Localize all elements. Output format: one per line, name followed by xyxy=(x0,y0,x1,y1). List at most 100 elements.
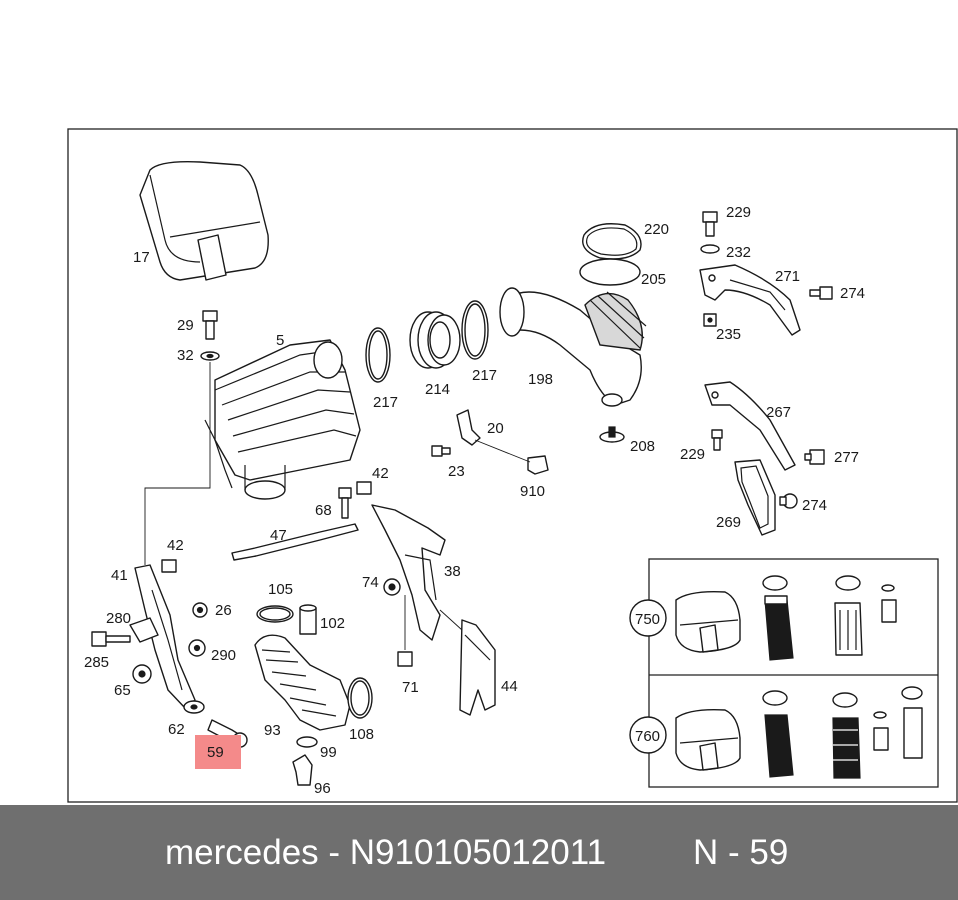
callout-108: 108 xyxy=(349,726,374,743)
callout-760: 760 xyxy=(635,728,660,745)
callout-102: 102 xyxy=(320,615,345,632)
callout-750: 750 xyxy=(635,611,660,628)
callout-217-a: 217 xyxy=(373,394,398,411)
part-74-grommet xyxy=(383,578,401,596)
part-205-seal-ring xyxy=(579,258,641,286)
callout-23: 23 xyxy=(448,463,465,480)
callout-277: 277 xyxy=(834,449,859,466)
callout-290: 290 xyxy=(211,647,236,664)
callout-41: 41 xyxy=(111,567,128,584)
part-280-bracket-small xyxy=(129,617,159,643)
kit-750-contents xyxy=(629,575,897,661)
part-217-clamp-b xyxy=(461,300,489,360)
part-274-bolt-top xyxy=(809,286,833,300)
callout-198: 198 xyxy=(528,371,553,388)
part-71-nut xyxy=(397,651,413,667)
callout-labels: 17 29 32 5 217 214 217 198 220 205 229 2… xyxy=(84,204,865,797)
part-910-sensor xyxy=(527,455,549,475)
part-23-screw xyxy=(431,445,451,457)
kit-760-contents xyxy=(629,686,923,779)
part-277-nut xyxy=(804,449,825,465)
part-105-clamp xyxy=(256,605,294,623)
part-220-gasket xyxy=(582,223,642,260)
part-217-clamp-a xyxy=(365,327,391,383)
callout-59: 59 xyxy=(207,744,224,761)
part-108-clamp xyxy=(347,677,373,719)
part-32-washer xyxy=(200,351,220,361)
part-47-strap xyxy=(231,523,359,561)
part-42-clip-top xyxy=(356,481,372,495)
callout-38: 38 xyxy=(444,563,461,580)
callout-47: 47 xyxy=(270,527,287,544)
callout-280: 280 xyxy=(106,610,131,627)
callout-269: 269 xyxy=(716,514,741,531)
callout-42-left: 42 xyxy=(167,537,184,554)
callout-44: 44 xyxy=(501,678,518,695)
part-290-nut xyxy=(188,639,206,657)
part-29-bolt xyxy=(202,310,218,340)
callout-65: 65 xyxy=(114,682,131,699)
footer-part-number: mercedes - N910105012011 xyxy=(165,833,607,872)
part-198-intake-duct xyxy=(499,287,647,407)
part-62-washer xyxy=(183,700,205,714)
part-102-connector xyxy=(299,604,317,635)
part-208-grommet xyxy=(599,426,625,443)
part-214-seal xyxy=(409,311,461,369)
callout-220: 220 xyxy=(644,221,669,238)
callout-208: 208 xyxy=(630,438,655,455)
footer-reference: N - 59 xyxy=(693,833,789,872)
part-229-bolt-mid xyxy=(711,429,723,451)
diagram-frame xyxy=(67,128,958,803)
callout-68: 68 xyxy=(315,502,332,519)
callout-62: 62 xyxy=(168,721,185,738)
part-38-bracket xyxy=(371,504,446,641)
callout-5: 5 xyxy=(276,332,284,349)
callout-267: 267 xyxy=(766,404,791,421)
part-267-bracket xyxy=(704,381,796,471)
part-285-bolt xyxy=(91,631,131,647)
callout-229-b: 229 xyxy=(680,446,705,463)
callout-235: 235 xyxy=(716,326,741,343)
part-44-bracket xyxy=(459,619,496,716)
callout-99: 99 xyxy=(320,744,337,761)
part-235-nut xyxy=(703,313,717,327)
part-5-filter-housing xyxy=(204,339,361,500)
callout-232: 232 xyxy=(726,244,751,261)
highlight-59 xyxy=(195,735,241,769)
callout-285: 285 xyxy=(84,654,109,671)
callout-96: 96 xyxy=(314,780,331,797)
part-65-grommet xyxy=(132,664,152,684)
part-26-nut xyxy=(192,602,208,618)
callout-74: 74 xyxy=(362,574,379,591)
callout-71: 71 xyxy=(402,679,419,696)
callout-29: 29 xyxy=(177,317,194,334)
callout-205: 205 xyxy=(641,271,666,288)
callout-271: 271 xyxy=(775,268,800,285)
part-232-washer xyxy=(700,244,720,254)
part-96-elbow xyxy=(292,754,313,786)
callout-93: 93 xyxy=(264,722,281,739)
part-99-oring xyxy=(296,736,318,748)
part-42-clip-left xyxy=(161,559,177,573)
part-17-air-filter xyxy=(139,160,269,281)
callout-274-a: 274 xyxy=(840,285,865,302)
parts-diagram: 17 29 32 5 217 214 217 198 220 205 229 2… xyxy=(67,128,958,803)
part-20-bracket xyxy=(456,409,481,446)
part-229-bolt-top xyxy=(702,211,718,237)
service-kit-panel xyxy=(648,558,939,788)
callout-26: 26 xyxy=(215,602,232,619)
callout-214: 214 xyxy=(425,381,450,398)
part-271-bracket xyxy=(699,264,801,336)
footer-bar: mercedes - N910105012011 N - 59 xyxy=(0,805,958,900)
callout-910: 910 xyxy=(520,483,545,500)
callout-105: 105 xyxy=(268,581,293,598)
part-68-bolt xyxy=(338,487,352,519)
part-93-hose xyxy=(254,634,351,731)
callout-229-a: 229 xyxy=(726,204,751,221)
callout-274-b: 274 xyxy=(802,497,827,514)
part-269-gasket xyxy=(734,459,776,536)
part-274-bolt-low xyxy=(779,493,798,509)
callout-32: 32 xyxy=(177,347,194,364)
callout-20: 20 xyxy=(487,420,504,437)
callout-217-b: 217 xyxy=(472,367,497,384)
